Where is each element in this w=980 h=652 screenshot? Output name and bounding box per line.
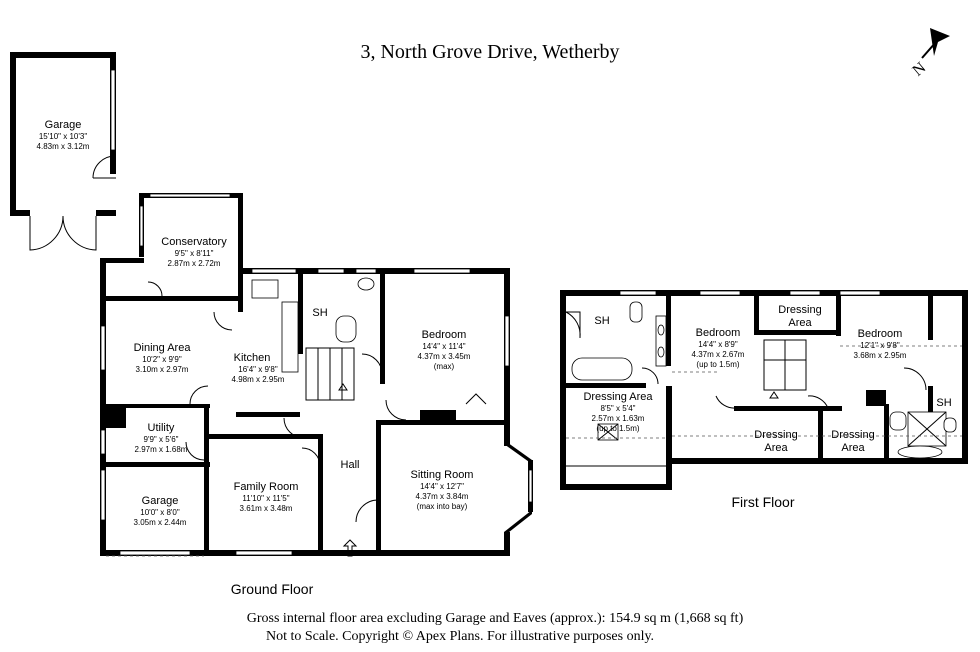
room-imperial: 9'5" x 8'11" [175, 249, 214, 258]
room-imperial: 14'4" x 12'7" [420, 482, 464, 491]
room-note: (up to 1.5m) [596, 424, 639, 433]
ground-floor-fixtures [106, 277, 487, 557]
room-family: Family Room 11'10" x 11'5" 3.61m x 3.48m [234, 481, 299, 513]
room-name-2: Area [841, 442, 865, 454]
room-sh-first-left: SH [594, 315, 609, 327]
room-name: Dining Area [134, 342, 192, 354]
room-conservatory: Conservatory 9'5" x 8'11" 2.87m x 2.72m [161, 236, 227, 268]
room-name: Kitchen [234, 352, 271, 364]
room-sh-first-right: SH [936, 397, 951, 409]
room-name: Bedroom [696, 327, 741, 339]
room-name: Utility [148, 422, 175, 434]
room-bedroom-first-2: Bedroom 12'1" x 9'8" 3.68m x 2.95m [854, 328, 907, 360]
room-imperial: 8'5" x 5'4" [601, 404, 636, 413]
room-metric: 4.37m x 3.45m [418, 352, 471, 361]
room-imperial: 15'10" x 10'3" [39, 132, 87, 141]
room-kitchen: Kitchen 16'4" x 9'8" 4.98m x 2.95m [232, 352, 285, 384]
room-name: Bedroom [422, 329, 467, 341]
room-metric: 3.10m x 2.97m [136, 365, 189, 374]
room-note: (max) [434, 362, 455, 371]
room-metric: 3.61m x 3.48m [240, 504, 293, 513]
room-dressing-left: Dressing Area 8'5" x 5'4" 2.57m x 1.63m … [583, 391, 653, 433]
room-name: Garage [45, 119, 82, 131]
room-imperial: 9'9" x 5'6" [144, 435, 179, 444]
room-metric: 3.05m x 2.44m [134, 518, 187, 527]
room-name: Dressing [754, 429, 797, 441]
property-title: 3, North Grove Drive, Wetherby [360, 41, 619, 63]
room-garage-detached: Garage 15'10" x 10'3" 4.83m x 3.12m [37, 119, 90, 151]
floor-label-first: First Floor [732, 494, 795, 510]
room-dressing-top: Dressing Area [778, 304, 821, 329]
footer-copyright: Not to Scale. Copyright © Apex Plans. Fo… [266, 629, 654, 644]
room-name: Garage [142, 495, 179, 507]
room-name: Sitting Room [411, 469, 474, 481]
room-imperial: 10'0" x 8'0" [140, 508, 180, 517]
room-name: Dressing Area [583, 391, 653, 403]
room-sitting: Sitting Room 14'4" x 12'7" 4.37m x 3.84m… [411, 469, 474, 511]
room-garage-integral: Garage 10'0" x 8'0" 3.05m x 2.44m [134, 495, 187, 527]
room-name: Dressing [778, 304, 821, 316]
room-note: (up to 1.5m) [696, 360, 739, 369]
room-sh-ground: SH [312, 307, 327, 319]
north-arrow-icon: N [910, 28, 950, 80]
room-name: Bedroom [858, 328, 903, 340]
room-metric: 4.37m x 3.84m [416, 492, 469, 501]
room-dressing-right: Dressing Area [831, 429, 874, 454]
first-floor-fixtures [565, 301, 962, 467]
room-imperial: 11'10" x 11'5" [242, 494, 289, 503]
room-bedroom-first-1: Bedroom 14'4" x 8'9" 4.37m x 2.67m (up t… [692, 327, 745, 369]
room-name: Conservatory [161, 236, 227, 248]
room-name-2: Area [764, 442, 788, 454]
room-imperial: 16'4" x 9'8" [238, 365, 278, 374]
room-imperial: 14'4" x 11'4" [422, 342, 465, 351]
room-dressing-mid: Dressing Area [754, 429, 797, 454]
floor-label-ground: Ground Floor [231, 581, 314, 597]
room-imperial: 10'2" x 9'9" [142, 355, 182, 364]
room-metric: 4.37m x 2.67m [692, 350, 745, 359]
room-metric: 4.98m x 2.95m [232, 375, 285, 384]
room-name: Family Room [234, 481, 299, 493]
room-metric: 2.87m x 2.72m [168, 259, 221, 268]
room-imperial: 14'4" x 8'9" [698, 340, 738, 349]
room-note: (max into bay) [417, 502, 468, 511]
room-imperial: 12'1" x 9'8" [860, 341, 900, 350]
room-bedroom-ground: Bedroom 14'4" x 11'4" 4.37m x 3.45m (max… [418, 329, 471, 371]
room-utility: Utility 9'9" x 5'6" 2.97m x 1.68m [135, 422, 188, 454]
footer-area-note: Gross internal floor area excluding Gara… [247, 611, 744, 626]
garage-detached [10, 52, 117, 251]
room-name-2: Area [788, 317, 812, 329]
ground-floor-walls [100, 193, 533, 556]
room-metric: 4.83m x 3.12m [37, 142, 90, 151]
room-metric: 2.97m x 1.68m [135, 445, 188, 454]
room-name: Dressing [831, 429, 874, 441]
room-metric: 3.68m x 2.95m [854, 351, 907, 360]
compass-label: N [910, 59, 930, 80]
room-metric: 2.57m x 1.63m [592, 414, 645, 423]
room-hall: Hall [341, 459, 360, 471]
room-dining: Dining Area 10'2" x 9'9" 3.10m x 2.97m [134, 342, 192, 374]
first-floor-walls [560, 290, 968, 490]
